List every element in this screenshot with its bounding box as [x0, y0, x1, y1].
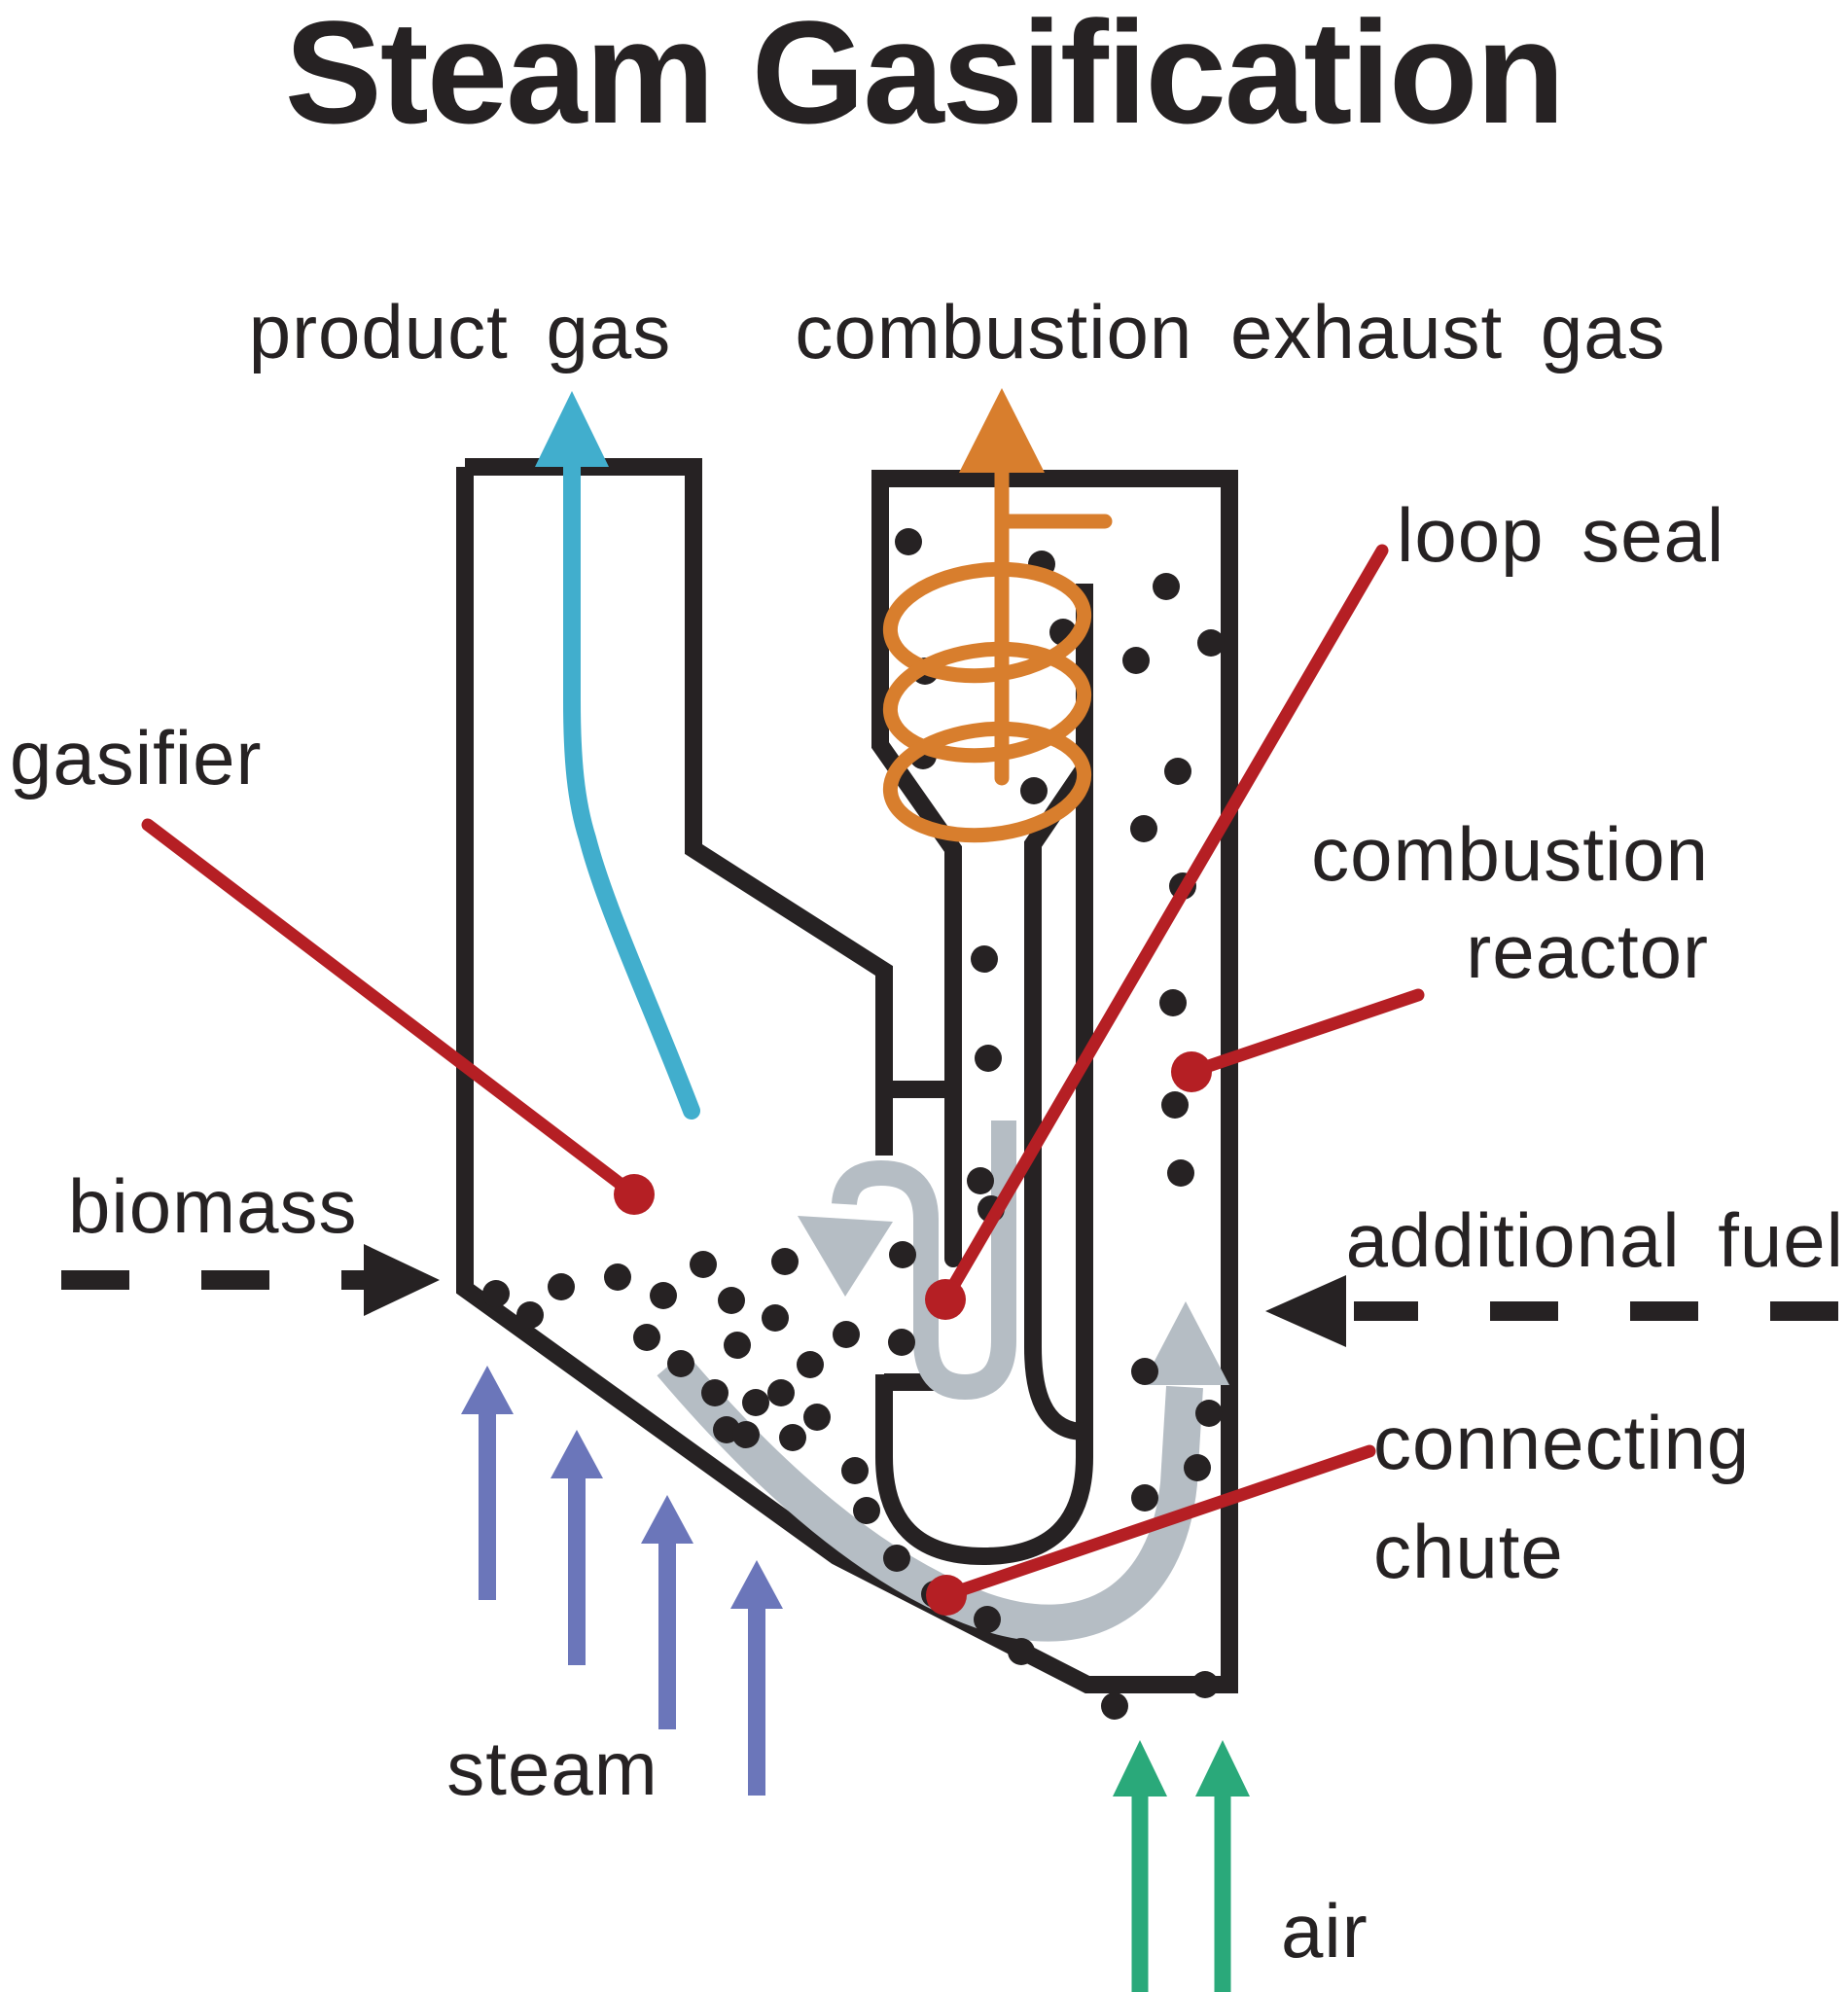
steam-arrows [461, 1366, 783, 1796]
heat-coil-loop [882, 641, 1092, 764]
label-combustion-exhaust-gas: combustion exhaust gas [795, 289, 1665, 374]
label-air: air [1281, 1888, 1368, 1974]
air-arrows [1113, 1740, 1250, 1992]
combustion-reactor-callout-line [1185, 988, 1425, 1079]
exhaust-arrowhead [959, 388, 1045, 473]
steam-arrowhead [551, 1430, 603, 1478]
bed-particles [482, 528, 1225, 1720]
product-gas-arrowhead [535, 391, 609, 467]
main-vessel-outline [456, 467, 1238, 1693]
combustion-exhaust-arrow [882, 388, 1113, 843]
page-title: Steam Gasification [285, 0, 1563, 154]
chute-arrowhead [1142, 1301, 1229, 1385]
combustion-reactor-callout-dot [1171, 1051, 1212, 1092]
label-gasifier: gasifier [10, 715, 262, 800]
heat-coil-loop [882, 721, 1092, 843]
heat-coil-loop [882, 561, 1092, 684]
label-product-gas: product gas [249, 289, 672, 374]
label-combustion-reactor-line1: combustion [1311, 811, 1709, 897]
steam-arrowhead [730, 1560, 783, 1609]
connecting-chute-callout-dot [926, 1575, 967, 1616]
gasifier-callout-dot [614, 1174, 655, 1215]
label-combustion-reactor-line2: reactor [1466, 908, 1709, 994]
additional-fuel-arrow [1265, 1275, 1838, 1347]
biomass-feed-arrow [61, 1244, 440, 1316]
label-biomass: biomass [68, 1163, 357, 1249]
loop-seal-arrowhead [798, 1216, 893, 1297]
label-connecting-chute-line2: chute [1373, 1509, 1564, 1594]
connecting-chute-callout-line [940, 1444, 1376, 1602]
loop-seal-s-flow [832, 1120, 1016, 1401]
label-loop-seal: loop seal [1397, 492, 1724, 578]
vessel-walls [456, 458, 1238, 1693]
steam-arrowhead [461, 1366, 514, 1414]
downcomer-wall-cap [944, 1250, 962, 1267]
label-steam: steam [446, 1725, 657, 1811]
label-additional-fuel: additional fuel [1346, 1197, 1844, 1283]
loop-seal-outer-u-wall [875, 584, 1093, 1566]
biomass-arrowhead [364, 1244, 440, 1316]
gasifier-chimney-wall [465, 458, 893, 1156]
fuel-arrowhead [1265, 1275, 1346, 1347]
steam-arrowhead [641, 1495, 693, 1544]
air-arrowhead [1113, 1740, 1167, 1796]
label-connecting-chute-line1: connecting [1373, 1400, 1750, 1485]
product-gas-arrow [535, 391, 700, 1120]
callouts [141, 544, 1425, 1616]
loop-seal-callout-dot [925, 1279, 966, 1320]
downcomer-inner-wall [1024, 763, 1092, 1441]
air-arrowhead [1195, 1740, 1250, 1796]
loop-seal-callout-line [939, 544, 1389, 1306]
gasifier-callout-line [141, 818, 641, 1201]
product-gas-shaft [563, 452, 700, 1120]
